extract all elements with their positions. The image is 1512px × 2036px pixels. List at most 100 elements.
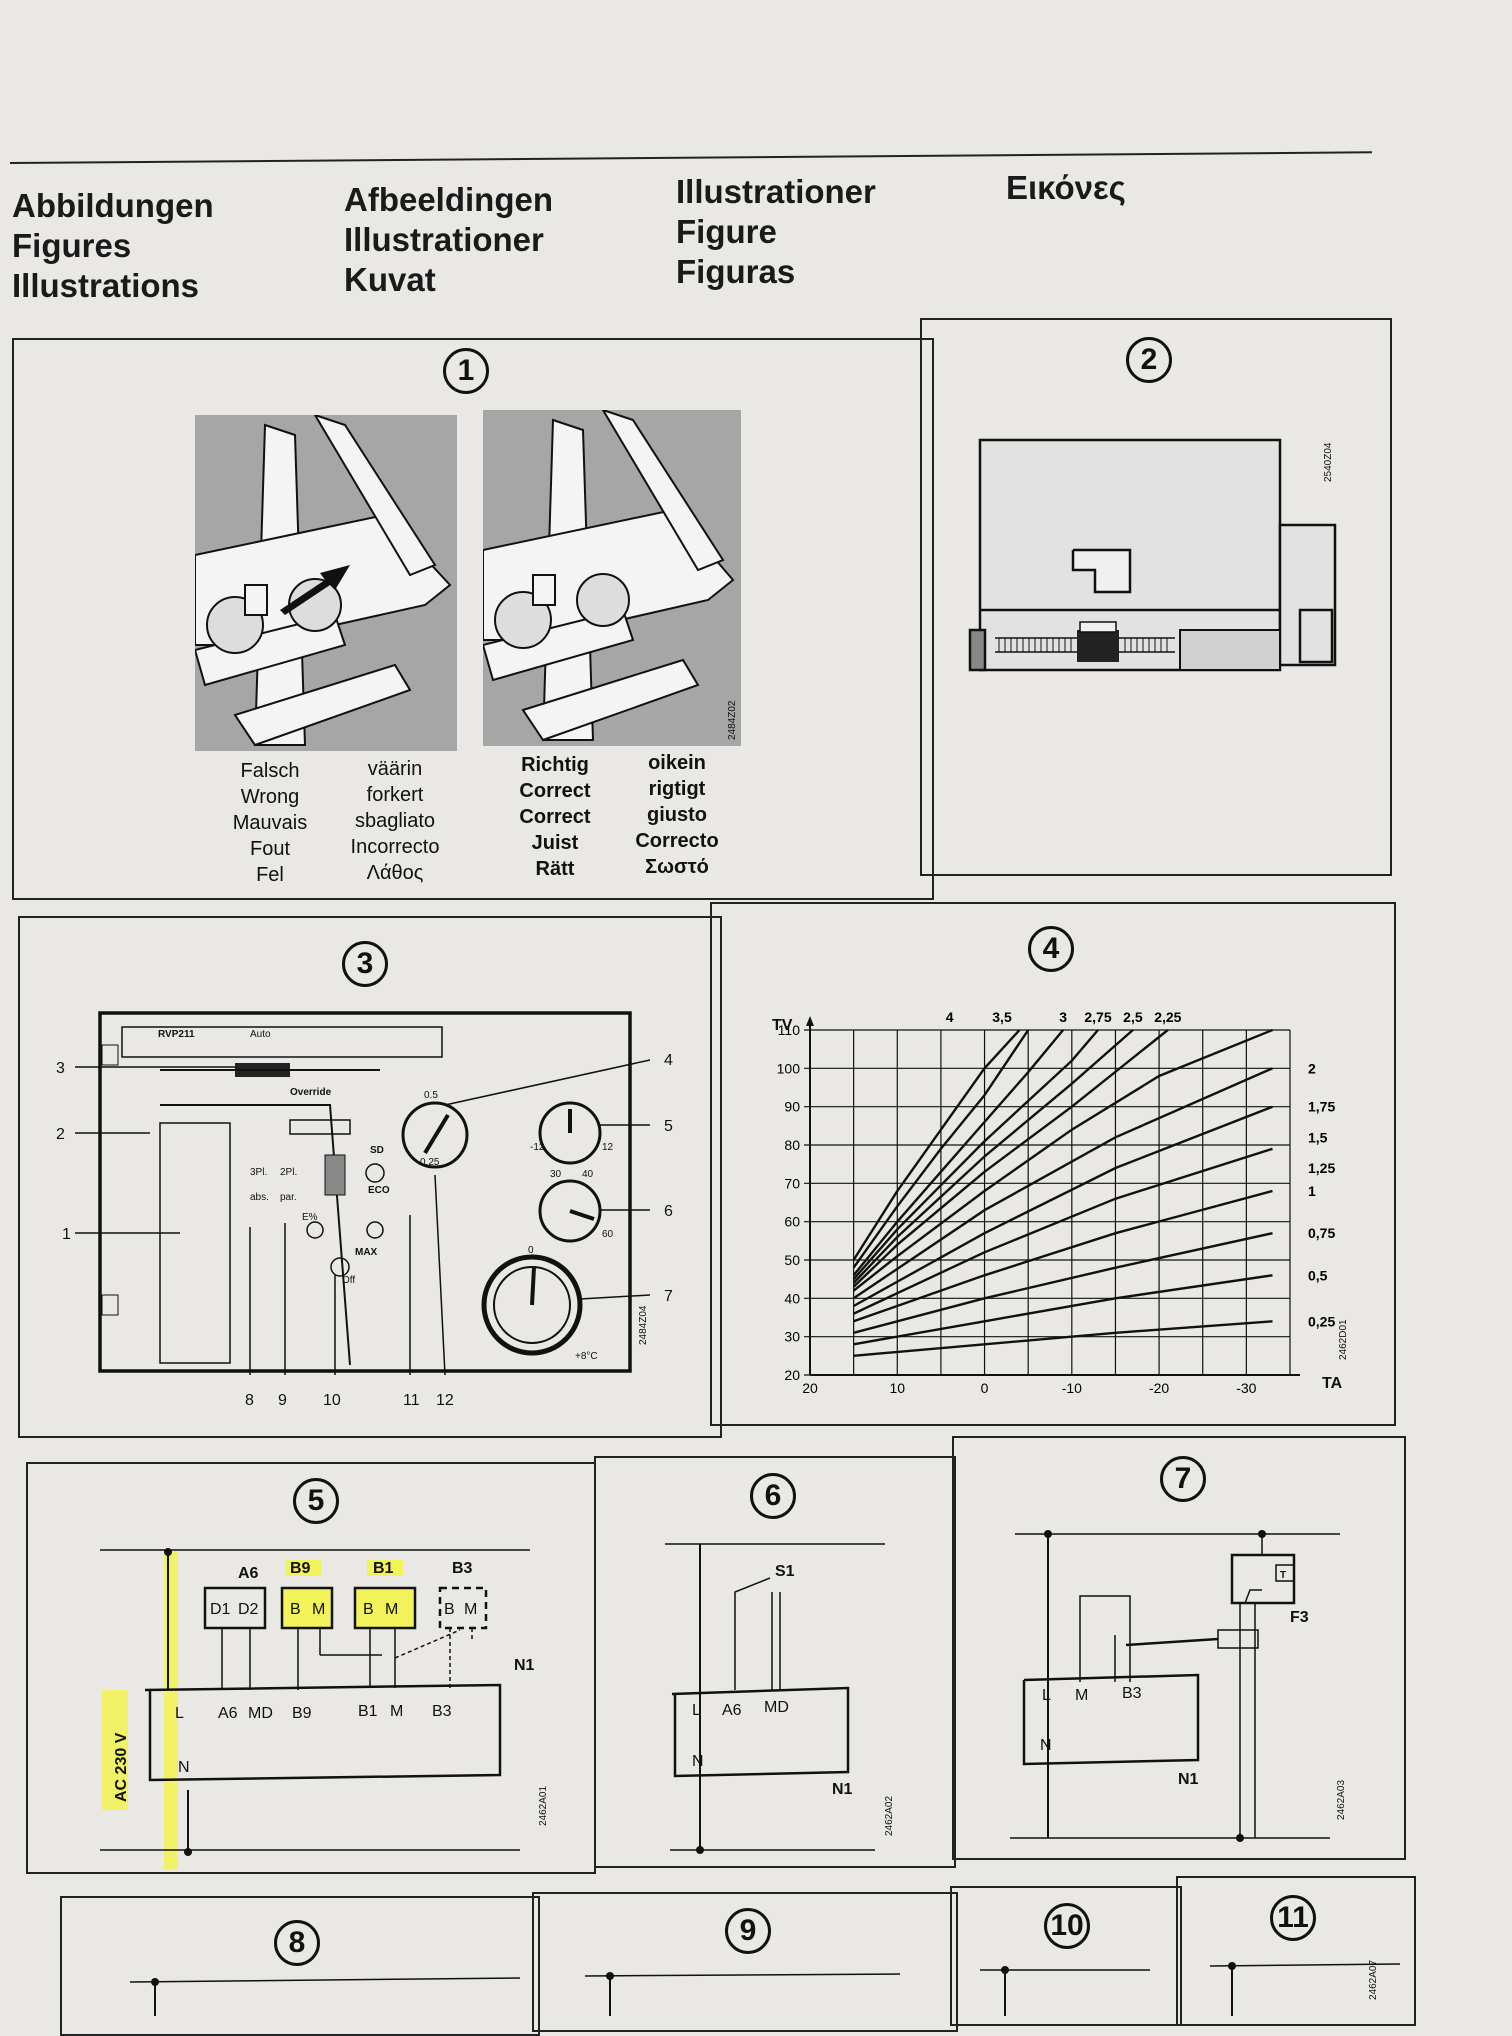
figure-9-number: 9 [725,1908,771,1954]
word: Correcto [635,830,719,852]
x-tick-label: -30 [1236,1380,1256,1396]
heating-curve [853,1232,1273,1334]
word: rigtigt [648,778,706,800]
scale-label: 40 [582,1169,594,1180]
x-tick-label: 10 [889,1380,905,1396]
y-tick-label: 90 [784,1099,800,1115]
figure-3-code: 2484Z04 [638,1305,649,1345]
scale-label: 30 [550,1169,562,1180]
callout-7: 7 [664,1288,673,1305]
figure-1-panel [12,338,934,900]
x-tick-label: -20 [1149,1380,1169,1396]
heating-curve [852,1029,1021,1261]
curve-right-label: 0,75 [1308,1225,1335,1241]
y-tick-label: 60 [784,1214,800,1230]
n1-label: N1 [1178,1771,1199,1788]
neutral-label: N [692,1753,704,1770]
t-label: T [1280,1570,1286,1581]
pl2-label: 2Pl. [280,1167,297,1178]
word: Incorrecto [350,836,440,858]
word: giusto [647,804,707,826]
scale-label: 0 [528,1245,534,1256]
figure-6-panel [594,1456,956,1868]
figure-11-number: 11 [1270,1895,1316,1941]
y-axis-label: TV [772,1017,793,1034]
word: Falsch [240,760,300,782]
curve-right-label: 0,25 [1308,1313,1335,1329]
supply-label: AC 230 V [113,1732,130,1802]
word: Correct [519,806,591,828]
n1-label: N1 [514,1657,535,1674]
curve-top-label: 2,5 [1123,1010,1143,1025]
curve-right-label: 1,75 [1308,1099,1335,1115]
header-text: Kuvat [344,261,436,298]
scale-label: -12 [530,1142,545,1153]
header-text: Figures [12,227,132,264]
f3-label: F3 [1290,1609,1309,1626]
y-tick-label: 50 [784,1252,800,1268]
header-rule [9,151,1372,164]
figure-7-panel [952,1436,1406,1860]
terminal-label: L [175,1705,184,1722]
callout-4: 4 [664,1052,673,1069]
figure-6-code: 2462A02 [884,1796,895,1836]
figure-6-number: 6 [750,1473,796,1519]
header-text: Afbeeldingen [344,181,554,218]
terminal-label: L [1042,1687,1051,1704]
pin-label: D1 [210,1601,231,1618]
heating-curve [853,1105,1273,1308]
terminal-label: A6 [218,1705,238,1722]
callout-10: 10 [323,1392,341,1409]
header-text: Illustrations [12,267,200,304]
header-text: Illustrationer [344,221,544,258]
figure-1-wrong-col1: Falsch Wrong Mauvais Fout Fel [220,758,320,888]
figure-4-number: 4 [1028,926,1074,972]
off-label: Off [342,1275,355,1286]
word: Juist [531,832,579,854]
word: oikein [648,752,706,774]
curve-right-label: 0,5 [1308,1267,1328,1283]
figure-1-correct-image: 2484Z02 [483,410,741,746]
auto-label: Auto [250,1029,271,1040]
override-label: Override [290,1087,332,1098]
figure-2-code: 2540Z04 [1323,442,1334,482]
figure-3-number: 3 [342,941,388,987]
curve-right-label: 1 [1308,1183,1316,1199]
y-tick-label: 110 [778,1022,801,1038]
figure-6-wiring: S1 L A6 MD N N1 2462A02 [665,1543,895,1854]
n1-label: N1 [832,1781,853,1798]
pin-label: M [385,1601,398,1618]
figure-3-controller: RVP211 Auto Override SD ECO MAX Off 3Pl.… [56,1011,673,1409]
terminal-label: B3 [432,1703,452,1720]
pin-label: B [444,1601,455,1618]
x-axis-label: TA [1322,1375,1343,1392]
module-label-b1: B1 [373,1560,394,1577]
heating-curve [853,1147,1273,1315]
curve-top-label: 2,25 [1154,1010,1181,1025]
terminal-label: L [692,1702,701,1719]
heating-curve [852,1029,1099,1280]
figure-1-wrong-image [195,415,457,751]
figure-7-number: 7 [1160,1456,1206,1502]
scale-label: +8°C [575,1351,598,1362]
heating-curve [852,1029,1065,1277]
heating-curve [852,1067,1273,1300]
word: Fout [249,838,291,860]
word: Wrong [240,786,300,808]
header-text: Illustrationer [676,173,876,210]
pin-label: B [290,1601,301,1618]
y-axis-arrow [806,1016,814,1026]
eco-label: ECO [368,1185,390,1196]
terminal-label: B3 [1122,1685,1142,1702]
word: Rätt [535,858,575,880]
callout-12: 12 [436,1392,454,1409]
figure-5-wiring: A6 B9 B1 B3 D1 D2 B M B M B M L A6 MD B9… [100,1548,549,1870]
header-col-4: Εικόνες [1006,168,1126,208]
callout-8: 8 [245,1392,254,1409]
terminal-label: MD [764,1699,789,1716]
terminal-label: B9 [292,1705,312,1722]
figure-2-number: 2 [1126,337,1172,383]
callout-11: 11 [403,1392,420,1409]
y-tick-label: 20 [784,1367,800,1383]
module-label-b9: B9 [290,1560,311,1577]
